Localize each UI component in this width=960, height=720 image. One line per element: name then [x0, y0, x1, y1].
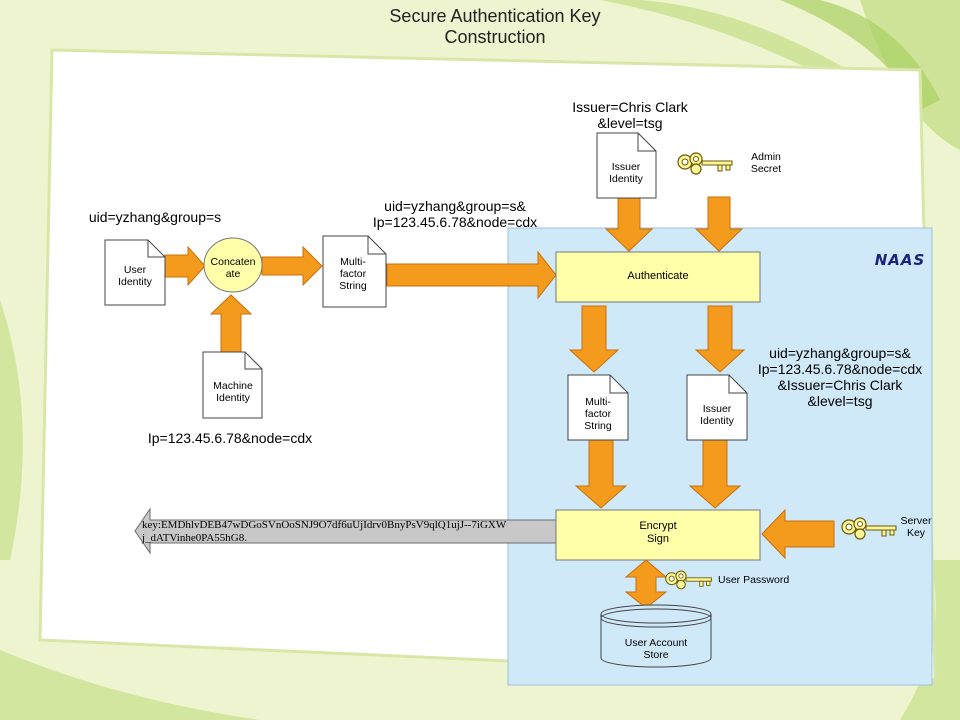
issuer-top-text: Issuer Identity — [609, 161, 643, 186]
user-account-store-text: User Account Store — [624, 637, 688, 662]
ip-node-label: Ip=123.45.6.78&node=cdx — [147, 430, 313, 446]
naas-region — [507, 227, 933, 686]
mfs-bottom-doc — [567, 374, 629, 441]
encrypt-sign-text: Encrypt Sign — [639, 520, 677, 545]
issuer-top-doc — [596, 132, 657, 199]
issuer-bottom-doc — [686, 374, 748, 441]
user-account-store-db — [600, 604, 712, 668]
arrow-mfs-to-encrypt — [574, 439, 628, 509]
issuer-info-label: Issuer=Chris Clark &level=tsg — [572, 99, 688, 132]
admin-secret-text: Admin Secret — [750, 151, 782, 176]
authenticate-text: Authenticate — [627, 270, 689, 282]
arrow-admin-to-auth — [694, 196, 744, 252]
arrow-issuer-to-auth — [604, 196, 654, 252]
arrow-concat-to-mfs — [261, 245, 323, 287]
arrow-auth-to-mfs — [568, 305, 620, 373]
encrypt-sign-box — [555, 509, 761, 561]
arrow-user-to-concat — [164, 245, 206, 287]
user-identity-doc — [104, 239, 166, 306]
mfs-bottom-text: Multi- factor String — [584, 396, 612, 433]
user-password-text: User Password — [718, 574, 790, 586]
machine-identity-text: Machine Identity — [213, 380, 253, 405]
arrow-serverkey-to-encrypt — [761, 508, 835, 560]
output-key-text: key:EMDhlvDEB47wDGoSVnOoSNJ9O7df6uUjIdrv… — [142, 519, 507, 545]
server-key-text: Server Key — [900, 515, 932, 540]
uid-group-label: uid=yzhang&group=s — [88, 209, 222, 225]
arrow-issuer-to-encrypt — [688, 439, 742, 509]
issuer-bottom-text: Issuer Identity — [700, 403, 734, 428]
concatenate-text: Concaten ate — [210, 256, 256, 281]
mfs-top-text: Multi- factor String — [339, 256, 367, 293]
concatenate-node — [203, 237, 263, 293]
user-identity-text: User Identity — [118, 264, 152, 289]
arrow-mfs-to-auth — [386, 250, 557, 300]
page-title: Secure Authentication Key Construction — [389, 6, 601, 47]
authenticate-box — [555, 251, 761, 303]
full-string-label: uid=yzhang&group=s& Ip=123.45.6.78&node=… — [757, 345, 923, 410]
combined-string-label: uid=yzhang&group=s& Ip=123.45.6.78&node=… — [372, 198, 538, 231]
naas-label: NAAS — [874, 251, 926, 269]
output-key-arrow — [134, 507, 557, 555]
arrow-machine-to-concat — [209, 294, 253, 353]
arrow-auth-to-issuer — [694, 305, 746, 373]
